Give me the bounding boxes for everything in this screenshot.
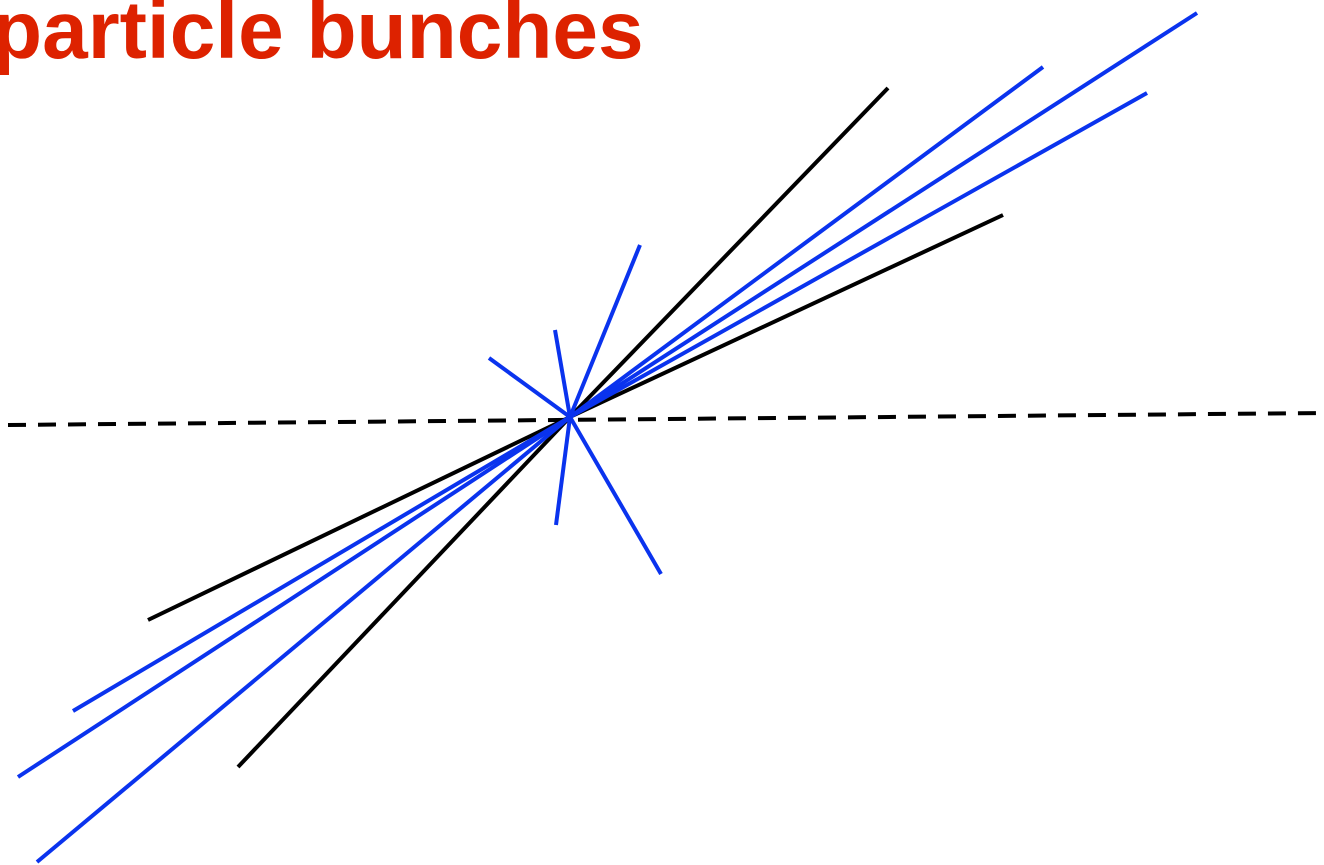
blue-track-8 (553, 329, 572, 418)
black-track-upper-shallow (569, 213, 1004, 419)
black-track-lower-shallow (147, 415, 571, 622)
page-title: particle bunches (0, 0, 644, 76)
black-track-lower-steep (236, 415, 572, 769)
blue-track-4 (71, 415, 572, 713)
blue-track-2 (568, 11, 1199, 419)
blue-tracks (16, 11, 1199, 864)
blue-track-3 (569, 91, 1148, 419)
blue-track-10 (554, 416, 572, 526)
beam-axis (7, 411, 1324, 427)
blue-track-11 (568, 415, 663, 576)
black-track-upper-steep (568, 86, 890, 419)
blue-track-7 (568, 244, 642, 418)
black-tracks (147, 86, 1004, 769)
blue-track-9 (487, 356, 572, 419)
blue-track-1 (568, 65, 1045, 419)
beam-axis-line (7, 411, 1324, 427)
blue-track-6 (35, 415, 572, 864)
blue-track-5 (16, 415, 572, 779)
